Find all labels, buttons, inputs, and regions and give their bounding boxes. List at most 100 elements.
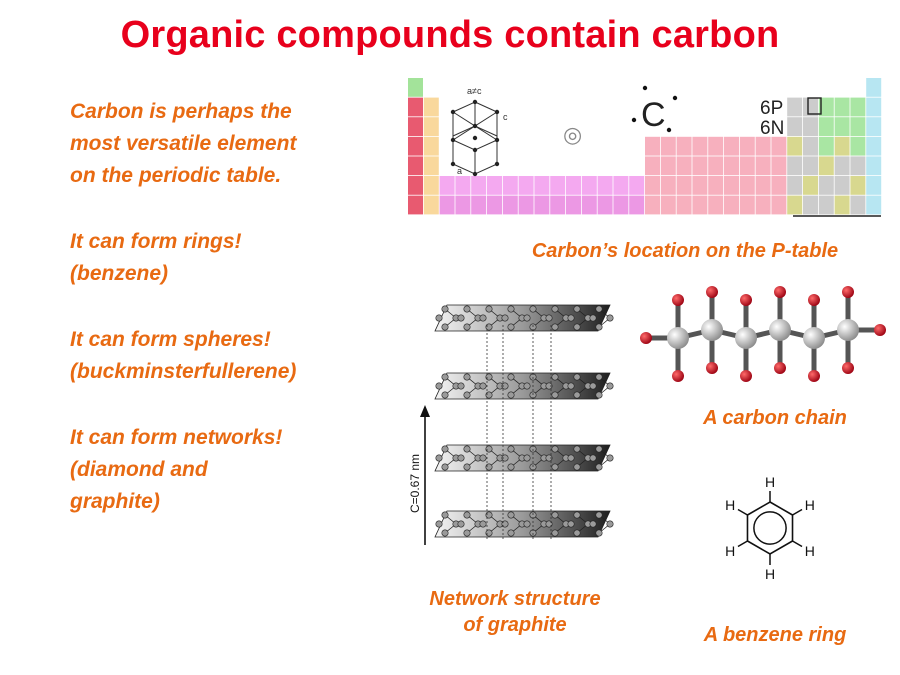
carbon-symbol: C bbox=[641, 96, 666, 134]
element-cell bbox=[866, 97, 882, 117]
element-cell bbox=[423, 136, 439, 156]
bullet-versatile: Carbon is perhaps the most versatile ele… bbox=[70, 96, 390, 192]
carbon-atom bbox=[551, 373, 559, 381]
benzene-caption: A benzene ring bbox=[703, 624, 847, 646]
element-cell bbox=[771, 195, 787, 215]
element-cell bbox=[866, 156, 882, 176]
element-cell bbox=[613, 195, 629, 215]
periodic-table-image: a≠c c a ◎ C 6P 6N bbox=[408, 78, 882, 217]
element-cell bbox=[550, 195, 566, 215]
carbon-atom bbox=[457, 454, 465, 462]
element-cell bbox=[581, 195, 597, 215]
element-cell bbox=[866, 195, 882, 215]
carbon-atom bbox=[551, 529, 559, 537]
carbon-atom bbox=[457, 314, 465, 322]
carbon-atom bbox=[435, 314, 443, 322]
interlayer-lines bbox=[486, 325, 552, 540]
element-cell bbox=[487, 195, 502, 215]
element-cell bbox=[850, 156, 866, 176]
carbon-atom bbox=[595, 323, 603, 331]
element-cell bbox=[692, 136, 708, 156]
element-cell bbox=[518, 195, 534, 215]
element-cell bbox=[787, 117, 803, 136]
element-cell bbox=[834, 176, 850, 195]
element-cell bbox=[708, 156, 724, 176]
element-cell bbox=[724, 136, 739, 156]
element-cell bbox=[629, 195, 645, 215]
hydrogen-atom bbox=[640, 332, 652, 344]
element-cell bbox=[518, 176, 534, 195]
carbon-atom bbox=[501, 382, 509, 390]
graphite-layer bbox=[434, 510, 614, 538]
carbon-atom bbox=[606, 454, 614, 462]
element-cell bbox=[818, 176, 834, 195]
carbon-atom bbox=[463, 391, 471, 399]
element-cell bbox=[850, 97, 866, 117]
element-cell bbox=[739, 176, 755, 195]
element-cell bbox=[550, 176, 566, 195]
element-cell bbox=[834, 136, 850, 156]
carbon-atom bbox=[507, 511, 515, 519]
carbon-atom bbox=[463, 529, 471, 537]
hydrogen-atom bbox=[672, 370, 684, 382]
element-cell bbox=[787, 176, 803, 195]
element-cell bbox=[724, 176, 739, 195]
lattice-label-top: a≠c bbox=[467, 86, 482, 96]
carbon-chain-image bbox=[640, 286, 886, 382]
element-cell bbox=[676, 156, 692, 176]
carbon-atom bbox=[573, 323, 581, 331]
bullet-rings: It can form rings! (benzene) bbox=[70, 226, 390, 290]
carbon-atom bbox=[551, 463, 559, 471]
carbon-atom bbox=[507, 463, 515, 471]
carbon-atom bbox=[551, 305, 559, 313]
carbon-atom bbox=[435, 520, 443, 528]
carbon-atom bbox=[441, 305, 449, 313]
element-cell bbox=[534, 176, 550, 195]
carbon-atom bbox=[463, 323, 471, 331]
carbon-atom bbox=[507, 373, 515, 381]
carbon-atom bbox=[545, 454, 553, 462]
element-cell bbox=[629, 176, 645, 195]
hydrogen-atom bbox=[774, 286, 786, 298]
element-cell bbox=[645, 136, 660, 156]
element-cell bbox=[850, 117, 866, 136]
element-cell bbox=[660, 195, 676, 215]
element-cell bbox=[423, 117, 439, 136]
element-cell bbox=[692, 156, 708, 176]
slide-title: Organic compounds contain carbon bbox=[120, 14, 780, 56]
element-cell bbox=[534, 195, 550, 215]
carbon-atom bbox=[701, 319, 723, 341]
element-cell bbox=[850, 176, 866, 195]
element-cell bbox=[708, 136, 724, 156]
bullet-networks: It can form networks! (diamond and graph… bbox=[70, 422, 390, 518]
carbon-atom bbox=[441, 323, 449, 331]
carbon-atom bbox=[589, 382, 597, 390]
graphite-layer bbox=[434, 444, 614, 472]
proton-count: 6P bbox=[760, 98, 783, 119]
element-cell bbox=[739, 156, 755, 176]
carbon-atom bbox=[501, 314, 509, 322]
element-cell bbox=[660, 176, 676, 195]
carbon-atom bbox=[529, 305, 537, 313]
element-cell bbox=[597, 176, 613, 195]
element-cell bbox=[502, 176, 518, 195]
neutron-count: 6N bbox=[760, 118, 784, 139]
element-cell bbox=[708, 195, 724, 215]
carbon-atom bbox=[606, 314, 614, 322]
element-cell bbox=[566, 195, 581, 215]
hydrogen-atom bbox=[808, 294, 820, 306]
element-cell bbox=[834, 156, 850, 176]
carbon-atom bbox=[567, 520, 575, 528]
graphite-caption: Network structure of graphite bbox=[395, 586, 635, 638]
carbon-atom bbox=[545, 382, 553, 390]
element-cell bbox=[850, 195, 866, 215]
carbon-atom bbox=[589, 520, 597, 528]
carbon-atom bbox=[735, 327, 757, 349]
element-cell bbox=[692, 176, 708, 195]
carbon-atom bbox=[573, 511, 581, 519]
element-cell bbox=[423, 156, 439, 176]
carbon-atom bbox=[567, 382, 575, 390]
element-cell bbox=[834, 117, 850, 136]
carbon-atom bbox=[507, 445, 515, 453]
hydrogen-label: H bbox=[805, 543, 815, 559]
